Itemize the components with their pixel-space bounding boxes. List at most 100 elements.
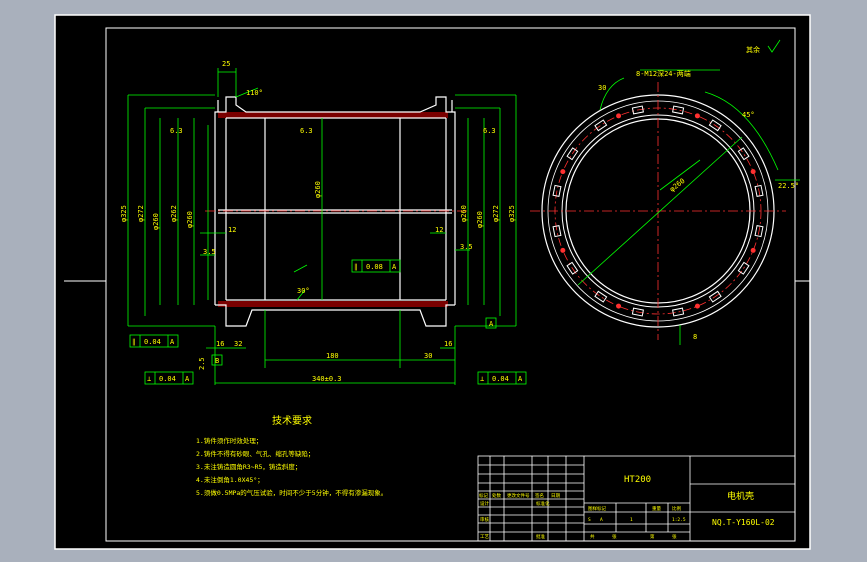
bolt-hole [750,169,756,175]
dim-35-left: 3.5 [203,248,216,256]
gdt-right-perp-val: 0.04 [492,375,509,383]
rib-pocket [594,119,608,132]
rib-pocket [737,147,750,161]
tb-stage-label: 比例 [672,505,681,512]
bolt-hole [616,113,622,119]
tb-label: 工艺 [480,534,489,540]
tb-sheet-label: 共 [590,533,595,540]
roughness-other-mark: 其余 [746,39,781,54]
bolt-hole [560,169,566,175]
tb-label: 处数 [492,492,501,499]
dim-16-left: 16 [216,340,224,348]
gdt-left-perp-ref: A [185,375,190,383]
bolt-hole [560,247,566,253]
material: HT200 [624,475,651,485]
dim-12-left: 12 [228,226,236,234]
rib-pocket [566,261,579,275]
dim-dia-left-outer: φ325 [120,205,128,222]
dim-angle-top: 110° [246,89,263,97]
bolt-hole [616,303,622,309]
circ-angle-30: 30 [598,84,606,92]
tb-label: 标准化 [536,500,550,507]
bolt-hole [694,303,700,309]
end-view: 30 8-M12深24-两端 45° 22.5° 8 φ260 其余 [530,39,800,345]
rib-pocket [708,119,722,132]
circ-holes: 8-M12深24-两端 [636,69,691,78]
rib-pocket [631,105,644,115]
rib-pocket [631,307,644,317]
tb-stage-label: 图样标记 [588,505,606,512]
circ-angle-225: 22.5° [778,182,799,190]
drawing-number: NQ.T-Y160L-02 [712,518,775,527]
circ-dia: φ260 [668,177,686,194]
title-block: HT200 电机壳 NQ.T-Y160L-02 标记 处数 更改文件号 签名 日… [477,455,796,542]
part-name: 电机壳 [727,490,754,502]
circ-dim-8: 8 [693,333,697,341]
tb-label: 签名 [535,492,544,499]
tech-req-item: 3.未注铸造圆角R3~R5，铸造斜度； [196,462,301,471]
other-surfaces-label: 其余 [746,45,760,54]
tb-label: 日期 [551,493,560,499]
dim-dia-left-2: φ272 [137,205,145,222]
tb-stage-mark: A [600,517,603,523]
technical-requirements: 技术要求 1.铸件须作时效处理； 2.铸件不得有砂眼、气孔、缩孔等缺陷； 3.未… [196,414,387,497]
dim-angle-bottom: 30° [297,287,310,295]
tech-req-item: 2.铸件不得有砂眼、气孔、缩孔等缺陷； [196,449,314,458]
tech-req-item: 4.未注倒角1.0X45°； [196,475,264,484]
dim-dia-left-4: φ262 [170,205,178,222]
section-view: 25 110° 30° 6.3 6.3 6.3 12 12 3.5 3.5 16… [120,60,527,385]
gdt-center-sym: ∥ [354,263,358,271]
tb-sheet-label: 张 [672,533,677,540]
dim-32: 32 [234,340,242,348]
rib-pocket [672,307,685,317]
tb-label: 设计 [480,500,489,507]
gdt-left-perp: ⊥ 0.04 A [144,371,194,385]
bolt-hole [694,113,700,119]
datum-a: A [489,320,494,328]
rough-right: 6.3 [483,127,496,135]
dim-dia-center: φ260 [314,181,322,198]
tb-label: 更改文件号 [507,492,530,499]
rib-pocket [708,290,722,303]
tb-label: 标记 [479,492,488,499]
gdt-left-flat-ref: A [170,338,175,346]
gdt-left-perp-sym: ⊥ [147,375,151,383]
tb-label: 批准 [536,533,545,540]
dim-dia-left-3: φ260 [152,213,160,230]
rib-pocket [552,225,562,238]
circ-angle-45: 45° [742,111,755,119]
dim-dia-left-5: φ260 [186,211,194,228]
dim-total: 340±0.3 [312,375,342,383]
dim-top-width: 25 [222,60,230,68]
rib-pocket [672,105,685,115]
gdt-center-val: 0.08 [366,263,383,271]
gdt-left-perp-val: 0.04 [159,375,176,383]
tb-sheet-label: 张 [612,533,617,540]
rough-mid: 6.3 [300,127,313,135]
tb-label: 审核 [480,516,489,523]
rib-pocket [754,184,764,197]
dim-30: 30 [424,352,432,360]
tech-req-item: 5.须做0.5MPa的气压试验，时间不少于5分钟，不得有渗漏现象。 [196,488,387,497]
rib-pocket [566,147,579,161]
dim-16-right: 16 [444,340,452,348]
gdt-center-ref: A [392,263,397,271]
gdt-left-flat: ∥ 0.04 A [129,334,179,348]
tb-sheet-label: 第 [650,533,655,540]
rib-pocket [737,261,750,275]
tb-sheet-num: 1 [630,517,633,523]
dim-180: 180 [326,352,339,360]
gdt-right-perp-sym: ⊥ [480,375,484,383]
gdt-right-perp: ⊥ 0.04 A [477,371,527,385]
dim-dia-right-3: φ272 [492,205,500,222]
tb-stage-mark: S [588,517,591,523]
gdt-center: ∥ 0.08 A [351,259,401,273]
gdt-left-flat-val: 0.04 [144,338,161,346]
dim-dia-right-1: φ260 [460,205,468,222]
gdt-right-perp-ref: A [518,375,523,383]
dim-dia-right-4: φ325 [508,205,516,222]
tb-stage-label: 重量 [652,505,661,512]
tech-req-heading: 技术要求 [272,414,312,427]
